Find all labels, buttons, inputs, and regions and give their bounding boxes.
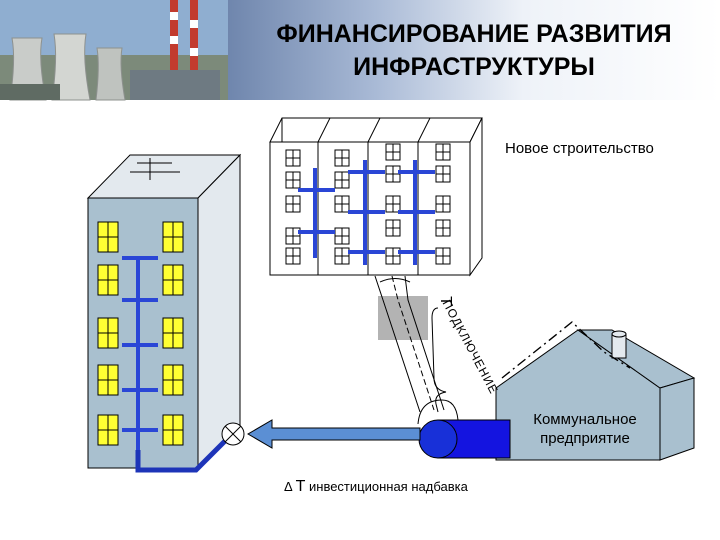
window [285,171,301,189]
window [385,195,401,213]
supply-pipe [135,436,230,473]
connection-pipes [374,275,445,413]
window [285,195,301,213]
window [385,219,401,237]
title-line-1: ФИНАНСИРОВАНИЕ РАЗВИТИЯ [276,20,672,48]
window [162,264,184,296]
window [97,264,119,296]
window [435,219,451,237]
title-background [228,0,720,100]
new-building-windows [285,143,451,265]
window [385,247,401,265]
title-line-2: ИНФРАСТРУКТУРЫ [353,53,595,81]
antenna-icon [130,158,180,180]
window [334,149,350,167]
connection-box [378,296,428,340]
slide-title: ФИНАНСИРОВАНИЕ РАЗВИТИЯ ИНФРАСТРУКТУРЫ [228,18,720,84]
window [334,247,350,265]
connection-brace [431,307,447,413]
window [385,143,401,161]
pump-icon [418,419,458,459]
window [285,149,301,167]
window [435,247,451,265]
investment-markup-text: инвестиционная надбавка [309,479,468,494]
flow-arrow [247,419,421,449]
utility-label-line-1: Коммунальное [533,411,637,428]
chimney-icon [611,330,627,359]
utility-building [495,329,696,461]
window [285,247,301,265]
utility-dashed-line [501,321,631,379]
building-windows [97,221,184,446]
delta-symbol: Δ [284,479,292,494]
window [334,171,350,189]
window [97,414,119,446]
window [435,165,451,183]
new-building-risers [298,160,435,265]
window [162,317,184,349]
investment-markup-label: Δ Т инвестиционная надбавка [284,478,468,496]
pump-hood [417,399,459,425]
valve-icon [221,422,245,446]
new-construction-label: Новое строительство [505,140,654,157]
power-plant-photo [0,0,228,101]
window [97,364,119,396]
window [97,221,119,253]
riser-pipes [122,256,158,452]
window [162,221,184,253]
delta-t: Т [295,478,306,495]
window [97,317,119,349]
window [162,414,184,446]
window [334,195,350,213]
window [334,227,350,245]
window [162,364,184,396]
utility-label: Коммунальное предприятие [510,410,660,448]
window [385,165,401,183]
utility-label-line-2: предприятие [540,430,630,447]
window [285,227,301,245]
window [435,143,451,161]
window [435,195,451,213]
